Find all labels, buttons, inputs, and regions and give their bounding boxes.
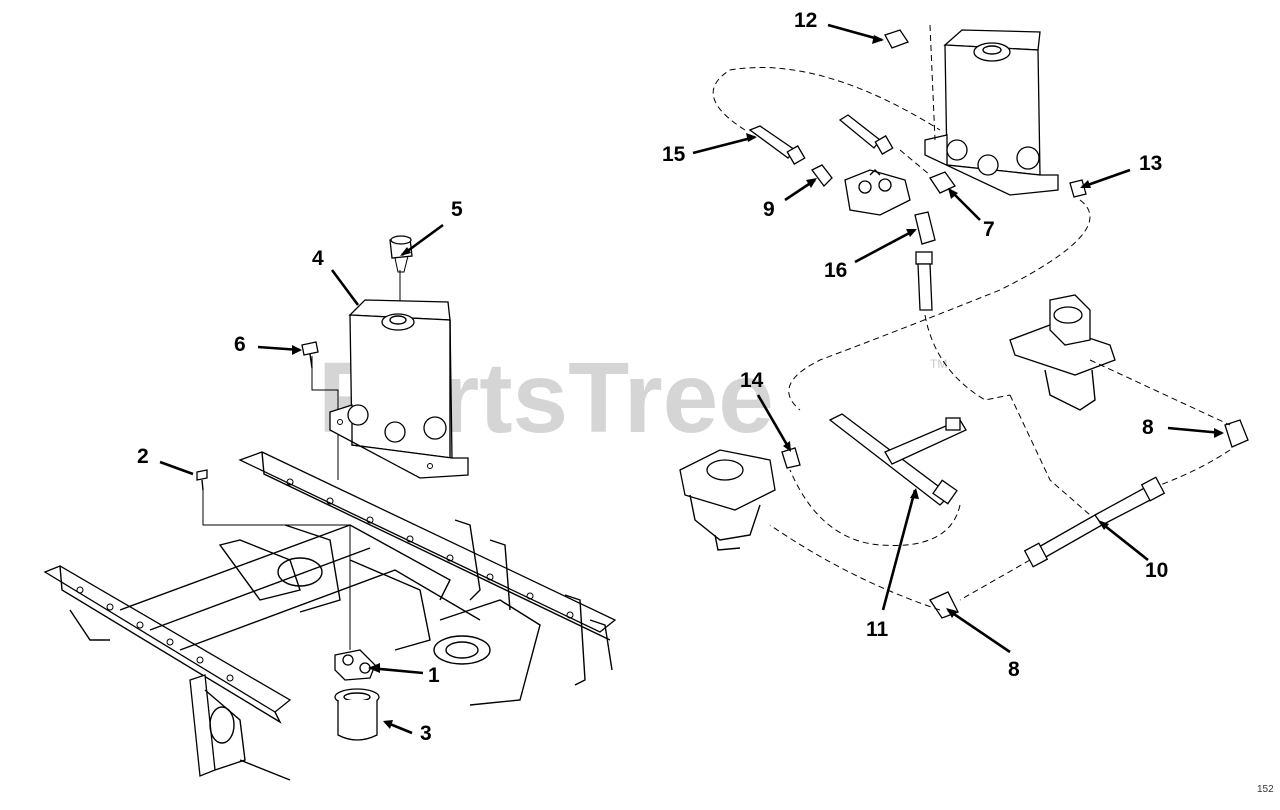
- guide-line: [202, 488, 351, 650]
- callout-12: 12: [794, 9, 817, 32]
- upper-hose: [838, 114, 894, 155]
- callout-9: 9: [763, 198, 775, 221]
- callout-5: 5: [451, 198, 463, 221]
- callout-8-right: 8: [1142, 416, 1154, 439]
- callout-8-lower: 8: [1008, 658, 1020, 681]
- hydraulic-filter: [334, 688, 380, 741]
- screw-6: [301, 341, 319, 369]
- reservoir-cap: [389, 235, 413, 273]
- hose-routing: [712, 67, 1231, 611]
- callout-13: 13: [1139, 152, 1162, 175]
- fitting-14: [781, 447, 801, 469]
- callout-6: 6: [234, 333, 246, 356]
- page-number: 152: [1257, 784, 1274, 795]
- fitting-7: [929, 171, 956, 194]
- hydraulic-reservoir: [329, 299, 469, 479]
- callout-14: 14: [740, 369, 764, 392]
- callout-3: 3: [420, 722, 432, 745]
- leader-lines: [159, 23, 1224, 735]
- hydraulic-tank-upper: [924, 24, 1059, 196]
- wheel-motor: [679, 449, 776, 551]
- tank-cap: [884, 29, 909, 49]
- screw-2: [196, 469, 208, 491]
- callout-4: 4: [312, 247, 324, 270]
- callout-7: 7: [983, 218, 995, 241]
- callout-10: 10: [1145, 559, 1168, 582]
- callout-15: 15: [662, 143, 686, 166]
- hydraulic-pump: [1009, 294, 1116, 411]
- filter-head-upper: [844, 169, 911, 216]
- fitting-13: [1069, 179, 1087, 198]
- filter-head: [334, 649, 376, 681]
- callout-16: 16: [824, 259, 847, 282]
- callout-2: 2: [137, 445, 149, 468]
- hose-assembly-11: [828, 413, 967, 506]
- hose-10: [1023, 476, 1166, 568]
- callout-1: 1: [428, 664, 440, 687]
- tee-fitting-8-right: [1224, 419, 1249, 448]
- elbow-16: [914, 211, 936, 311]
- frame-assembly: [43, 451, 617, 781]
- fitting-9: [811, 164, 833, 187]
- watermark-trademark: TM: [930, 357, 947, 371]
- hose-15: [748, 125, 806, 165]
- callout-11: 11: [866, 618, 889, 641]
